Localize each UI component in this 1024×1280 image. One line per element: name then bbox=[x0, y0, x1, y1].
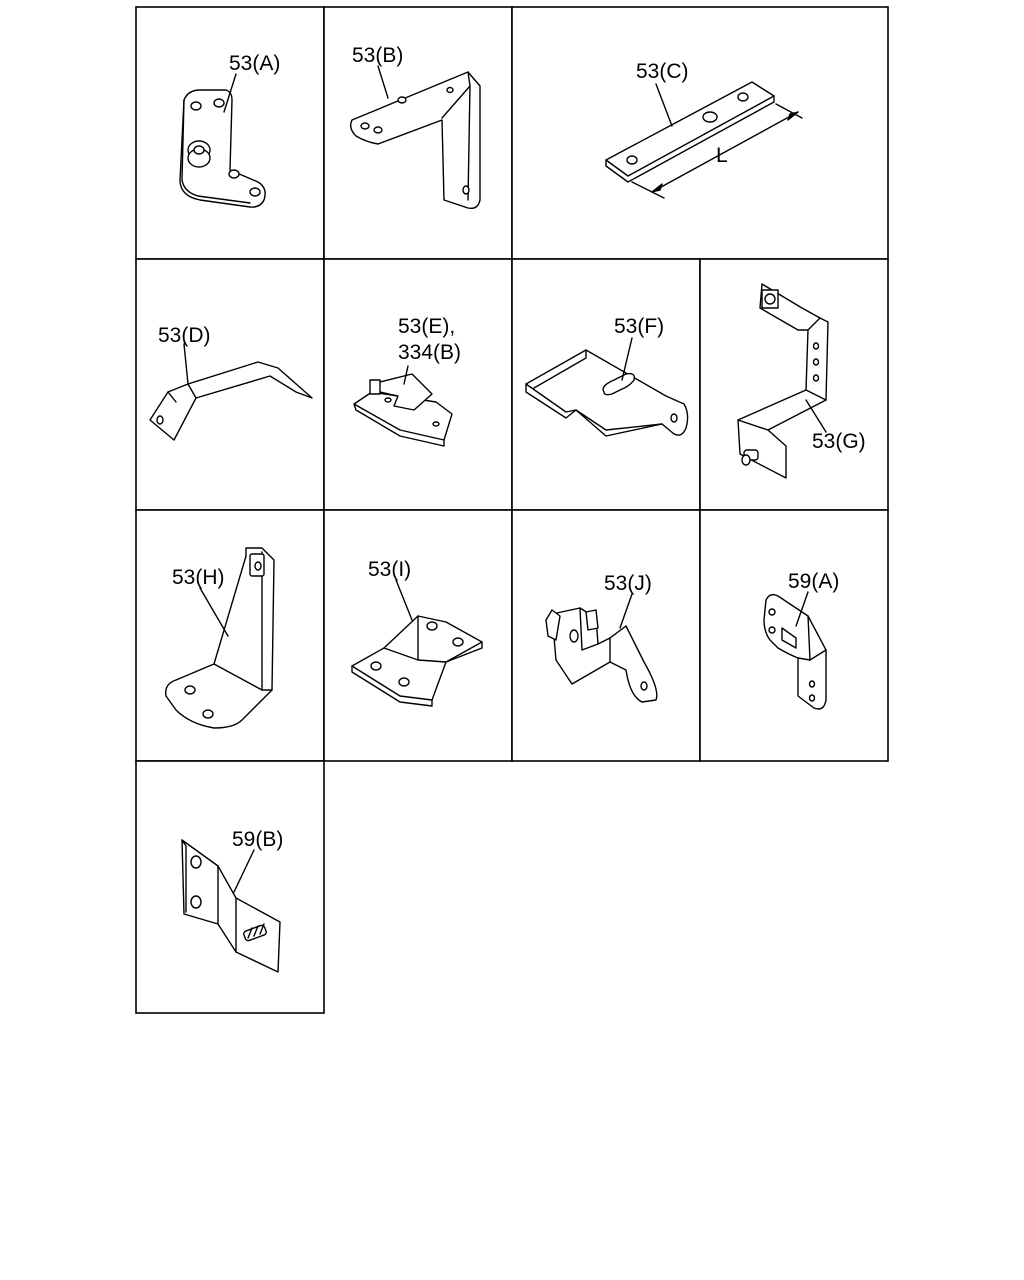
label-53d: 53(D) bbox=[158, 324, 211, 347]
bracket-53f: 53(F) bbox=[525, 315, 689, 437]
label-59b: 59(B) bbox=[232, 828, 283, 851]
label-53h: 53(H) bbox=[172, 566, 225, 589]
bracket-53c: 53(C) L bbox=[605, 60, 803, 199]
bracket-53j: 53(J) bbox=[545, 572, 658, 703]
bracket-59b: 59(B) bbox=[181, 828, 283, 973]
label-53j: 53(J) bbox=[604, 572, 652, 595]
dimension-l: L bbox=[716, 144, 728, 167]
bracket-59a: 59(A) bbox=[763, 570, 839, 710]
bracket-53b: 53(B) bbox=[349, 44, 481, 210]
label-53g: 53(G) bbox=[812, 430, 866, 453]
label-334b: 334(B) bbox=[398, 341, 461, 364]
label-53c: 53(C) bbox=[636, 60, 689, 83]
cell-53g bbox=[699, 258, 889, 511]
bracket-53g: 53(G) bbox=[737, 283, 866, 479]
bracket-53i: 53(I) bbox=[351, 558, 483, 707]
bracket-53a: 53(A) bbox=[179, 52, 280, 208]
bracket-53h: 53(H) bbox=[165, 547, 275, 729]
bracket-53d: 53(D) bbox=[149, 324, 313, 441]
cell-53j bbox=[511, 509, 701, 762]
label-53b: 53(B) bbox=[352, 44, 403, 67]
label-53a: 53(A) bbox=[229, 52, 280, 75]
label-53f: 53(F) bbox=[614, 315, 664, 338]
bracket-53e: 53(E), 334(B) bbox=[353, 315, 461, 447]
label-53e: 53(E), bbox=[398, 315, 455, 338]
label-59a: 59(A) bbox=[788, 570, 839, 593]
label-53i: 53(I) bbox=[368, 558, 411, 581]
